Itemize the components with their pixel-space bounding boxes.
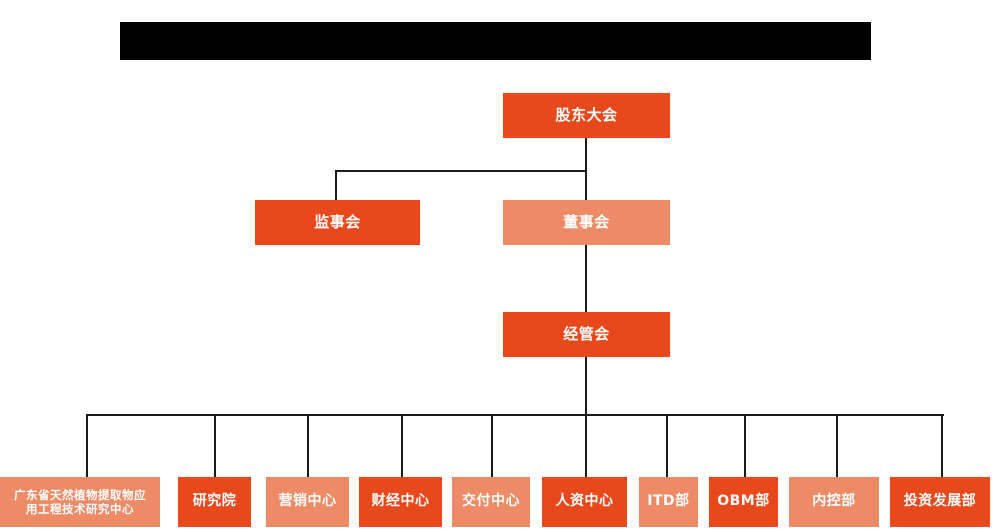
node-marketing-center[interactable]: 营销中心 [266, 477, 349, 527]
node-research-institute-label: 研究院 [192, 493, 237, 510]
connector-drop-research-institute [214, 414, 216, 477]
node-internal-control-dept-label: 内控部 [812, 493, 856, 510]
node-gd-natural-plant-extract-center-label-line2: 用工程技术研究中心 [26, 502, 134, 516]
node-finance-center[interactable]: 财经中心 [359, 477, 442, 527]
node-obm-dept-label: OBM部 [717, 493, 770, 510]
node-investment-dev-dept-label: 投资发展部 [903, 493, 977, 510]
node-research-institute[interactable]: 研究院 [178, 477, 251, 527]
node-shareholders-meeting-label: 股东大会 [555, 106, 618, 125]
connector-drop-directors [585, 170, 587, 200]
connector-drop-gd-center [86, 414, 88, 477]
node-board-of-directors[interactable]: 董事会 [503, 200, 670, 245]
node-gd-natural-plant-extract-center-label-line1: 广东省天然植物提取物应 [14, 487, 146, 502]
connector-departments-bus [86, 414, 944, 416]
node-itd-dept-label: ITD部 [647, 493, 690, 510]
node-finance-center-label: 财经中心 [371, 493, 430, 510]
node-shareholders-meeting[interactable]: 股东大会 [503, 93, 670, 138]
node-hr-center-label: 人资中心 [555, 493, 614, 510]
node-board-of-supervisors[interactable]: 监事会 [255, 200, 420, 245]
connector-drop-marketing-center [307, 414, 309, 477]
node-investment-dev-dept[interactable]: 投资发展部 [890, 477, 990, 527]
connector-drop-internal-control-dept [836, 414, 838, 477]
connector-drop-hr-center [585, 414, 587, 477]
connector-drop-investment-dev-dept [941, 414, 943, 477]
node-obm-dept[interactable]: OBM部 [709, 477, 778, 527]
redacted-title-banner [120, 22, 871, 60]
node-management-committee[interactable]: 经管会 [503, 312, 670, 357]
connector-management-stem [585, 357, 587, 415]
node-board-of-supervisors-label: 监事会 [314, 213, 361, 232]
node-itd-dept[interactable]: ITD部 [639, 477, 698, 527]
node-internal-control-dept[interactable]: 内控部 [789, 477, 879, 527]
connector-drop-finance-center [401, 414, 403, 477]
connector-drop-delivery-center [491, 414, 493, 477]
node-gd-natural-plant-extract-center[interactable]: 广东省天然植物提取物应 用工程技术研究中心 [0, 477, 160, 527]
node-delivery-center[interactable]: 交付中心 [452, 477, 530, 527]
connector-drop-supervisors [335, 170, 337, 200]
connector-drop-obm-dept [744, 414, 746, 477]
connector-drop-itd-dept [666, 414, 668, 477]
node-management-committee-label: 经管会 [563, 325, 610, 344]
node-hr-center[interactable]: 人资中心 [542, 477, 627, 527]
node-board-of-directors-label: 董事会 [563, 213, 610, 232]
connector-level1-bus [336, 170, 587, 172]
node-marketing-center-label: 营销中心 [278, 493, 337, 510]
connector-directors-to-management [585, 245, 587, 312]
connector-shareholders-stem [585, 138, 587, 172]
node-delivery-center-label: 交付中心 [462, 493, 520, 510]
